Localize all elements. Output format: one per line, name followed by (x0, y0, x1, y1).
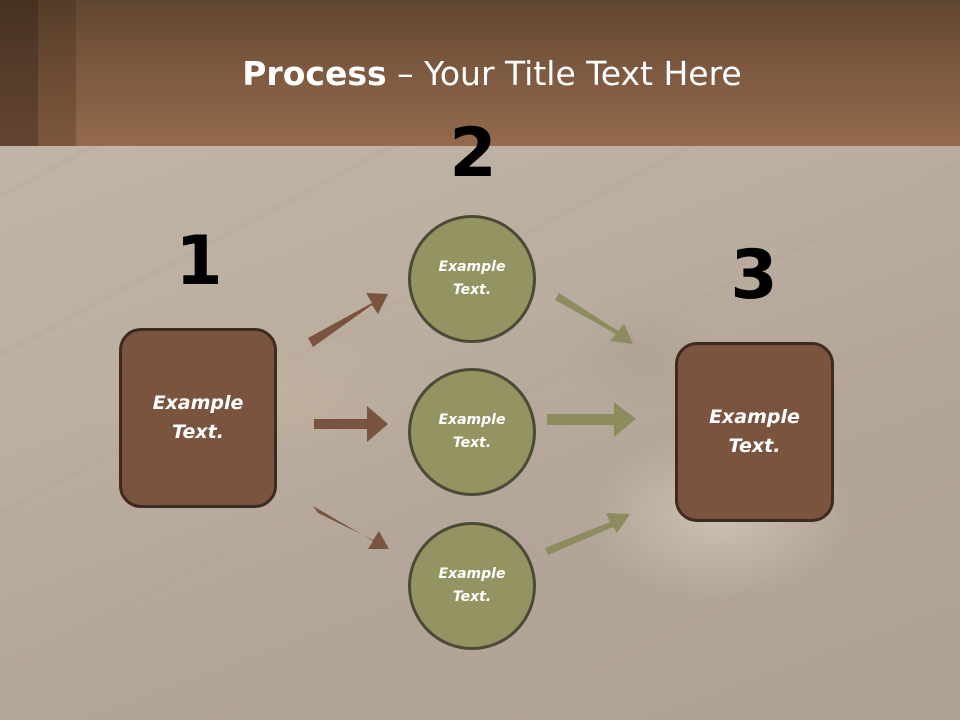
title-rest: – Your Title Text Here (386, 54, 742, 93)
arrow-left-middle (314, 406, 388, 442)
title-bar-stripe (0, 0, 38, 146)
arrow-right-up (545, 513, 630, 555)
step-3-box: Example Text. (675, 342, 834, 522)
page-title: Process – Your Title Text Here (0, 52, 960, 96)
arrow-left-up (308, 293, 388, 347)
arrow-right-middle (547, 402, 636, 437)
step-1-box: Example Text. (119, 328, 277, 508)
arrow-left-down (313, 506, 389, 549)
step-2-circle-top: Example Text. (408, 215, 536, 343)
circle-text-bottom: Example Text. (438, 566, 506, 605)
title-bold: Process (242, 54, 387, 93)
title-bar-stripe (38, 0, 76, 146)
step-number-3: 3 (730, 236, 778, 315)
step-2-circle-bottom: Example Text. (408, 522, 536, 650)
step-number-2: 2 (449, 114, 497, 193)
step-number-1: 1 (175, 222, 223, 301)
step-3-text: Example Text. (709, 406, 800, 457)
title-bar (0, 0, 960, 146)
step-1-text: Example Text. (152, 392, 244, 443)
step-2-circle-middle: Example Text. (408, 368, 536, 496)
arrow-right-down (555, 293, 633, 344)
circle-text-middle: Example Text. (438, 412, 506, 451)
circle-text-top: Example Text. (438, 259, 506, 298)
